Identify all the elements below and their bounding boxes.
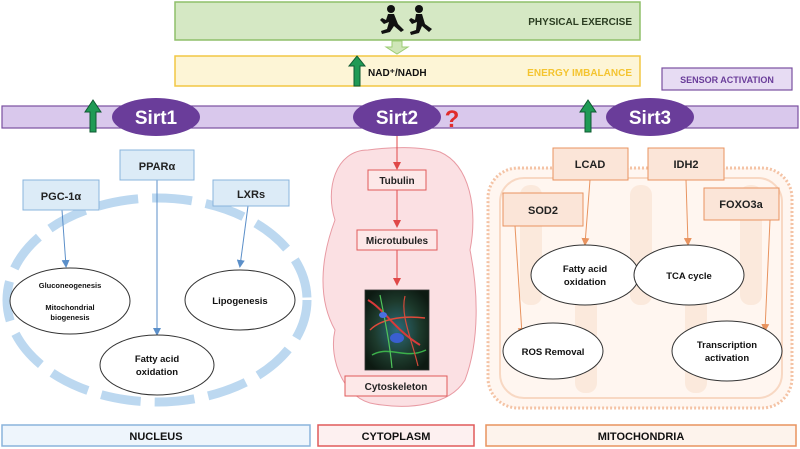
tubulin-box: Tubulin xyxy=(367,169,427,191)
cytoskeleton-label: Cytoskeleton xyxy=(365,382,428,393)
sirt1-up-arrow-icon xyxy=(84,99,102,133)
foxo3a-label: FOXO3a xyxy=(719,199,763,211)
lipogenesis-label: Lipogenesis xyxy=(212,296,267,307)
pgc1a-box: PGC-1α xyxy=(22,179,100,211)
nucleus-fao-label-1: Fatty acid xyxy=(135,354,180,365)
foxo3a-arrow xyxy=(761,219,771,332)
tca-cycle-label: TCA cycle xyxy=(666,271,712,282)
nucleus-fao-label-2: oxidation xyxy=(136,367,178,378)
transcription-label-2: activation xyxy=(705,353,750,364)
lxrs-arrow xyxy=(236,205,249,268)
lcad-box: LCAD xyxy=(552,147,629,181)
energy-imbalance-label: ENERGY IMBALANCE xyxy=(527,68,632,79)
gluconeogenesis-node: Gluconeogenesis Mitochondrial biogenesis xyxy=(9,267,131,335)
microtubules-label: Microtubules xyxy=(366,236,429,247)
mito-fao-label-2: oxidation xyxy=(564,277,606,288)
sirt2-question-mark: ? xyxy=(445,106,460,133)
cytoplasm-label: CYTOPLASM xyxy=(362,431,431,443)
idh2-box: IDH2 xyxy=(647,147,725,181)
sensor-activation-label: SENSOR ACTIVATION xyxy=(680,75,774,85)
idh2-arrow xyxy=(683,179,692,246)
mitochondria-compartment-label: MITOCHONDRIA xyxy=(485,424,797,447)
microtubules-box: Microtubules xyxy=(356,229,438,251)
gluconeogenesis-label: Gluconeogenesis xyxy=(39,281,102,290)
pgc1a-arrow xyxy=(61,209,70,268)
lipogenesis-node: Lipogenesis xyxy=(184,269,296,331)
runners-icon xyxy=(380,5,432,35)
pgc1a-label: PGC-1α xyxy=(41,191,82,203)
idh2-label: IDH2 xyxy=(673,159,698,171)
mito-fao-node: Fatty acid oxidation xyxy=(530,244,640,306)
tca-cycle-node: TCA cycle xyxy=(633,244,745,306)
lxrs-box: LXRs xyxy=(212,179,290,207)
sod2-arrow xyxy=(514,225,526,336)
sirt3-label: Sirt3 xyxy=(629,108,671,129)
nad-up-arrow-icon xyxy=(347,55,367,87)
mitochondria-label: MITOCHONDRIA xyxy=(598,431,685,443)
pparg-box: PPARα xyxy=(119,149,195,181)
exercise-down-arrow xyxy=(384,40,410,55)
cytoplasm-compartment-label: CYTOPLASM xyxy=(317,424,475,447)
ros-removal-node: ROS Removal xyxy=(502,322,604,380)
energy-imbalance-banner: NAD⁺/NADH ENERGY IMBALANCE xyxy=(174,55,641,87)
sirt2-node: Sirt2 xyxy=(353,98,441,136)
cytoskeleton-box: Cytoskeleton xyxy=(344,375,448,397)
sirt3-up-arrow-icon xyxy=(579,99,597,133)
foxo3a-box: FOXO3a xyxy=(703,187,780,221)
cytoplasm-cell-shape xyxy=(322,147,477,407)
mito-biogenesis-label-2: biogenesis xyxy=(50,313,89,322)
nucleus-label: NUCLEUS xyxy=(129,431,182,443)
mito-biogenesis-label-1: Mitochondrial xyxy=(45,303,94,312)
sirt3-node: Sirt3 xyxy=(606,98,694,136)
cytoskeleton-microscopy-image xyxy=(364,289,430,371)
transcription-activation-node: Transcription activation xyxy=(671,320,783,382)
nad-label: NAD⁺/NADH xyxy=(368,68,427,79)
sirt1-node: Sirt1 xyxy=(112,98,200,136)
pparg-label: PPARα xyxy=(139,161,176,173)
nucleus-compartment-label: NUCLEUS xyxy=(1,424,311,447)
transcription-label-1: Transcription xyxy=(697,340,757,351)
sirt2-label: Sirt2 xyxy=(376,108,418,129)
physical-exercise-banner: PHYSICAL EXERCISE xyxy=(174,1,641,41)
tubulin-label: Tubulin xyxy=(379,176,414,187)
sensor-activation-box: SENSOR ACTIVATION xyxy=(661,67,793,91)
mitochondria-inner-membrane xyxy=(499,177,783,399)
sirt1-label: Sirt1 xyxy=(135,108,178,129)
ros-removal-label: ROS Removal xyxy=(522,347,585,358)
lcad-arrow xyxy=(581,179,591,246)
lxrs-label: LXRs xyxy=(237,189,265,201)
nucleus-fao-node: Fatty acid oxidation xyxy=(99,334,215,396)
sod2-box: SOD2 xyxy=(502,192,584,227)
exercise-label: PHYSICAL EXERCISE xyxy=(528,17,632,28)
sod2-label: SOD2 xyxy=(528,205,558,217)
lcad-label: LCAD xyxy=(575,159,606,171)
mito-fao-label-1: Fatty acid xyxy=(563,264,608,275)
